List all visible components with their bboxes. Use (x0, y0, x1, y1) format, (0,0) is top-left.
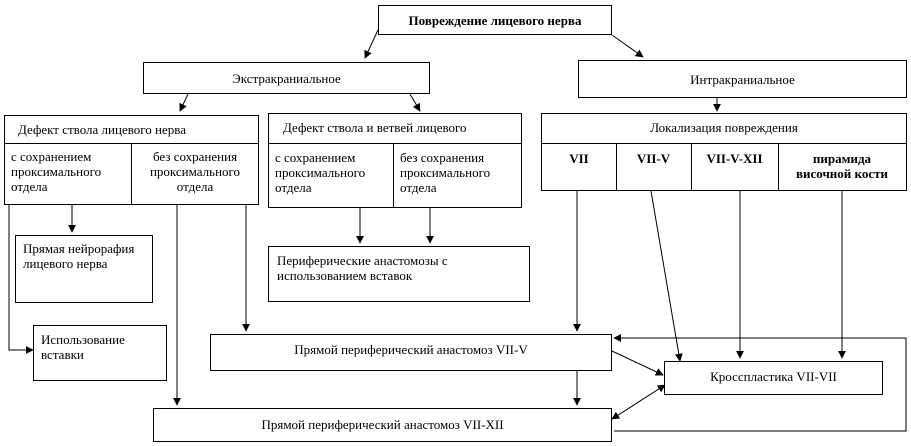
arrow-extra-trunk (179, 93, 189, 112)
anastomosis-vii-xii-node: Прямой периферический анастомоз VII-XII (153, 408, 612, 442)
without-proximal-label: без сохранения проксимального отдела (149, 149, 241, 194)
loc-vii-v-label: VII-V (636, 151, 671, 166)
localization-split-1 (616, 143, 617, 190)
arrow-loc-vii-v (650, 190, 683, 362)
direct-neurorrhaphy-label: Прямая нейрорафия лицевого нерва (23, 241, 135, 271)
extracranial-node: Экстракраниальное (143, 62, 430, 94)
trunk-branches-split (393, 143, 394, 207)
anastomosis-vii-xii-label: Прямой периферический анастомоз VII-XII (261, 417, 504, 432)
root-node-label: Повреждение лицевого нерва (408, 13, 582, 28)
with-proximal-2-label: с сохранением проксимального отдела (275, 150, 366, 195)
without-proximal-2-label: без сохранения проксимального отдела (400, 150, 491, 195)
anastomosis-vii-v-node: Прямой периферический анастомоз VII-V (210, 334, 612, 371)
localization-split-2 (691, 143, 692, 190)
trunk-branches-divider (269, 143, 521, 144)
localization-label: Локализация повреждения (650, 120, 798, 135)
arrow-root-intracranial (611, 34, 644, 58)
direct-neurorrhaphy-node: Прямая нейрорафия лицевого нерва (15, 235, 153, 303)
trunk-branches-defect-label: Дефект ствола и ветвей лицевого (283, 120, 467, 135)
root-node: Повреждение лицевого нерва (378, 5, 612, 35)
peripheral-grafts-label: Периферические анастомозы с использовани… (277, 253, 448, 283)
intracranial-label: Интракраниальное (690, 72, 795, 87)
loc-vii-label: VII (569, 151, 589, 166)
intracranial-node: Интракраниальное (578, 60, 907, 98)
extracranial-label: Экстракраниальное (232, 71, 341, 86)
trunk-branches-defect-node: Дефект ствола и ветвей лицевого с сохран… (268, 113, 522, 208)
graft-use-node: Использование вставки (33, 325, 167, 381)
trunk-defect-split (131, 143, 132, 204)
arrow-vii-xii-cross (611, 384, 666, 420)
trunk-defect-node: Дефект ствола лицевого нерва с сохранени… (4, 115, 259, 205)
with-proximal-label: с сохранением проксимального отдела (11, 149, 102, 194)
arrow-right-bracket (613, 334, 907, 432)
loc-pyramid-label: пирамида височной кости (796, 151, 888, 181)
cross-plasty-label: Кросспластика VII-VII (710, 369, 837, 384)
peripheral-grafts-node: Периферические анастомозы с использовани… (268, 246, 530, 302)
arrow-extra-branches (409, 93, 421, 112)
localization-node: Локализация повреждения VII VII-V VII-V-… (541, 113, 907, 191)
loc-vii-v-xii-label: VII-V-XII (706, 151, 763, 166)
arrow-vii-v-to-cross (611, 350, 664, 376)
arrow-trunk-graft (8, 205, 34, 354)
localization-split-3 (778, 143, 779, 190)
anastomosis-vii-v-label: Прямой периферический анастомоз VII-V (294, 342, 528, 357)
cross-plasty-node: Кросспластика VII-VII (664, 361, 883, 395)
arrow-root-extracranial (364, 29, 379, 59)
localization-divider (542, 143, 906, 144)
trunk-defect-label: Дефект ствола лицевого нерва (18, 122, 187, 137)
graft-use-label: Использование вставки (41, 332, 125, 362)
